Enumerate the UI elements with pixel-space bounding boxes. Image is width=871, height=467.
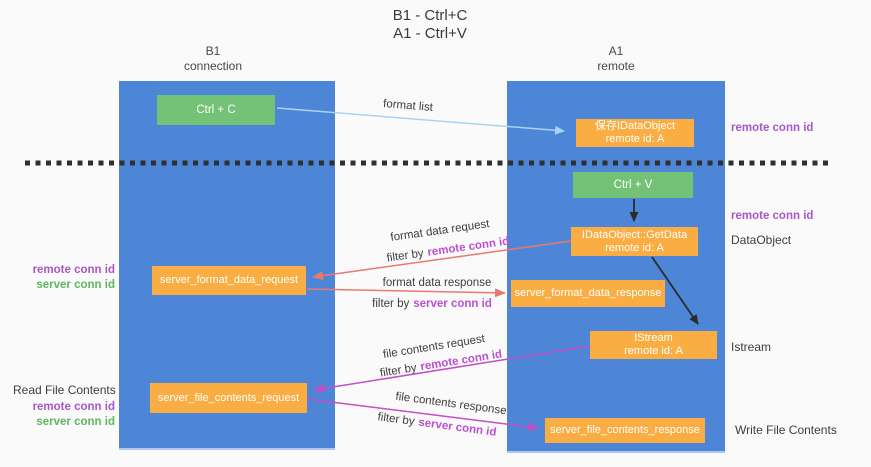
right-column-header: A1 remote <box>546 44 686 74</box>
server-format-data-request-box: server_format_data_request <box>152 266 306 295</box>
ctrl-c-box: Ctrl + C <box>157 95 275 125</box>
left-remote-conn-id-label-2: remote conn id <box>32 401 115 413</box>
right-remote-conn-id-label-1: remote conn id <box>731 122 814 134</box>
getdata-line2: remote id: A <box>605 241 664 254</box>
ctrl-v-label: Ctrl + V <box>613 178 653 191</box>
right-column-role: remote <box>597 59 635 73</box>
left-server-conn-id-label-2: server conn id <box>36 416 115 428</box>
title-line-2: A1 - Ctrl+V <box>393 25 467 42</box>
save-dataobject-box: 保存IDataObject remote id: A <box>576 119 694 147</box>
server-file-contents-request-box: server_file_contents_request <box>150 383 307 413</box>
istream-line2: remote id: A <box>624 345 683 357</box>
left-column-name: B1 <box>205 44 221 58</box>
read-file-contents-label: Read File Contents <box>13 383 116 397</box>
server-file-contents-response-label: server_file_contents_response <box>550 424 700 436</box>
istream-side-label: Istream <box>731 340 772 354</box>
title-line-1: B1 - Ctrl+C <box>392 7 468 24</box>
istream-line1: IStream <box>634 332 673 344</box>
dataobject-label: DataObject <box>731 233 792 247</box>
right-remote-conn-id-label-2: remote conn id <box>731 210 814 222</box>
left-column-header: B1 connection <box>143 44 283 74</box>
save-dataobject-line2: remote id: A <box>605 133 665 145</box>
server-format-data-request-label: server_format_data_request <box>159 274 299 286</box>
idataobject-getdata-box: IDataObject::GetData remote id: A <box>571 227 698 256</box>
right-column-name: A1 <box>608 44 624 58</box>
filter-by-text: filter by <box>372 298 410 310</box>
filter-by-text: filter by <box>376 411 416 428</box>
server-conn-id-text: server conn id <box>417 416 498 439</box>
save-dataobject-line1: 保存IDataObject <box>594 120 676 132</box>
ctrl-v-box: Ctrl + V <box>573 172 693 198</box>
write-file-contents-label: Write File Contents <box>735 423 837 437</box>
format-list-label: format list <box>382 98 434 114</box>
server-file-contents-response-box: server_file_contents_response <box>545 418 705 443</box>
file-contents-response-label: file contents response <box>394 390 508 418</box>
left-server-conn-id-label-1: server conn id <box>36 279 115 291</box>
diagram-title: B1 - Ctrl+C A1 - Ctrl+V <box>330 7 530 43</box>
getdata-line1: IDataObject::GetData <box>581 228 688 241</box>
server-conn-id-text: server conn id <box>413 298 492 310</box>
arrow-format-data-response <box>306 288 506 298</box>
istream-box: IStream remote id: A <box>590 331 717 359</box>
remote-conn-id-text: remote conn id <box>426 235 510 259</box>
ctrl-c-label: Ctrl + C <box>196 103 236 116</box>
left-column-role: connection <box>183 59 243 73</box>
left-remote-conn-id-label-1: remote conn id <box>32 264 115 276</box>
filter-by-text: filter by <box>379 361 418 380</box>
server-format-data-response-box: server_format_data_response <box>511 280 665 307</box>
server-format-data-response-label: server_format_data_response <box>514 287 662 299</box>
filter-by-text: filter by <box>386 247 425 265</box>
server-file-contents-request-label: server_file_contents_request <box>157 391 300 404</box>
format-data-response-label: format data response <box>382 277 492 289</box>
